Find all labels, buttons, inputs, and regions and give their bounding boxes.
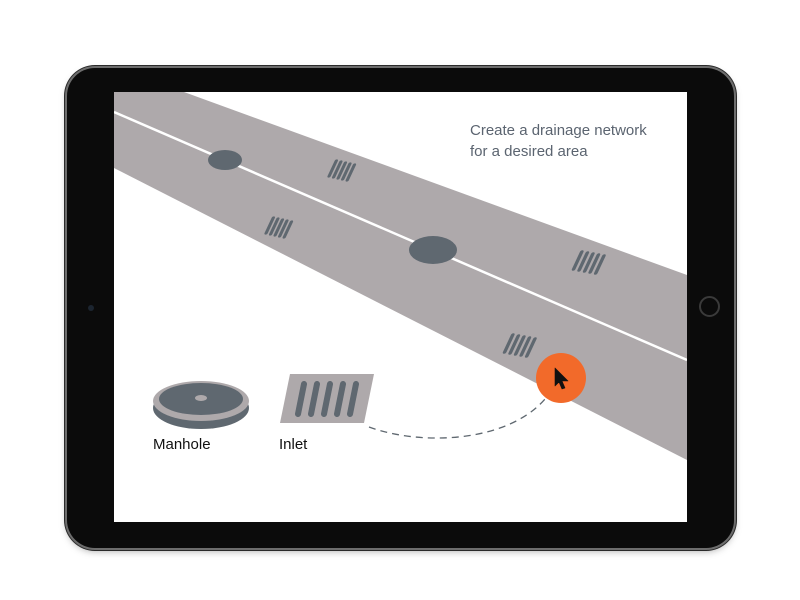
drainage-scene <box>114 92 687 460</box>
manhole-icon[interactable] <box>153 381 249 429</box>
instruction-line-1: Create a drainage network <box>470 122 647 139</box>
arrow-cursor-icon <box>554 367 569 390</box>
instruction-text: Create a drainage network for a desired … <box>470 120 680 162</box>
manhole-small[interactable] <box>208 150 242 170</box>
drag-path <box>368 393 550 439</box>
inlet-grate-3[interactable] <box>571 250 606 275</box>
front-camera <box>88 305 94 311</box>
manhole-label: Manhole <box>153 436 211 453</box>
manhole-large[interactable] <box>409 236 457 264</box>
inlet-grate-1[interactable] <box>327 159 357 182</box>
home-button[interactable] <box>699 296 720 317</box>
inlet-grate-4[interactable] <box>502 333 537 358</box>
inlet-grate-icon[interactable] <box>280 374 374 423</box>
tablet-screen: Create a drainage network for a desired … <box>114 92 687 522</box>
inlet-grate-2[interactable] <box>264 216 294 239</box>
inlet-label: Inlet <box>279 436 308 453</box>
instruction-line-2: for a desired area <box>470 143 588 160</box>
road-center-line <box>114 110 687 362</box>
